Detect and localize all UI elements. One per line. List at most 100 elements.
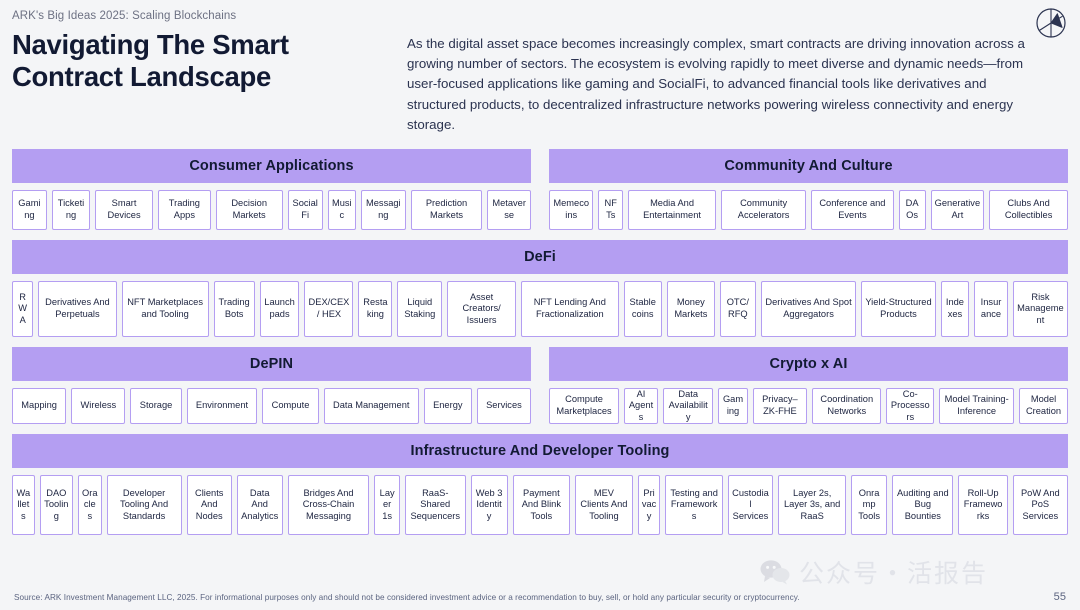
tile[interactable]: Testing and Frameworks (665, 475, 723, 536)
board-row-4: Infrastructure And Developer Tooling Wal… (12, 434, 1068, 536)
tile-group-depin: Mapping Wireless Storage Environment Com… (12, 388, 532, 425)
page-header: ARK's Big Ideas 2025: Scaling Blockchain… (0, 0, 1080, 135)
tile[interactable]: Risk Management (1012, 281, 1068, 338)
tile[interactable]: Generative Art (930, 190, 985, 231)
section-infrastructure-and-developer-tooling: Infrastructure And Developer Tooling Wal… (12, 434, 1068, 536)
tile[interactable]: Bridges And Cross-Chain Messaging (287, 475, 370, 536)
tile[interactable]: Privacy– ZK-FHE (752, 388, 808, 425)
tile[interactable]: Metaverse (487, 190, 531, 231)
board-row-3: DePIN Mapping Wireless Storage Environme… (12, 347, 1068, 425)
tile[interactable]: Storage (130, 388, 182, 425)
tile[interactable]: Memecoins (549, 190, 594, 231)
tile[interactable]: RaaS-Shared Sequencers (404, 475, 466, 536)
tile[interactable]: Compute Marketplaces (549, 388, 620, 425)
header-left-column: ARK's Big Ideas 2025: Scaling Blockchain… (12, 8, 397, 93)
page-footer: Source: ARK Investment Management LLC, 2… (0, 584, 1080, 610)
tile[interactable]: Compute (262, 388, 319, 425)
tile[interactable]: Model Creation (1019, 388, 1068, 425)
tile[interactable]: Privacy (637, 475, 661, 536)
wechat-bubble-icon (760, 559, 790, 585)
section-title-defi: DeFi (12, 240, 1068, 275)
tile[interactable]: Ticketing (51, 190, 91, 231)
tile[interactable]: Prediction Markets (410, 190, 483, 231)
tile[interactable]: Wallets (12, 475, 35, 536)
tile[interactable]: Stablecoins (623, 281, 662, 338)
tile[interactable]: Trading Bots (213, 281, 255, 338)
tile[interactable]: Gaming (12, 190, 47, 231)
tile[interactable]: Yield-Structured Products (861, 281, 936, 338)
tile[interactable]: Oracles (77, 475, 102, 536)
tile-group-community-and-culture: Memecoins NFTs Media And Entertainment C… (549, 190, 1069, 231)
tile[interactable]: SocialFi (287, 190, 323, 231)
tile[interactable]: Restaking (358, 281, 393, 338)
board-row-2: DeFi RWA Derivatives And Perpetuals NFT … (12, 240, 1068, 338)
tile[interactable]: DAOs (898, 190, 926, 231)
tile[interactable]: Gaming (718, 388, 748, 425)
tile[interactable]: Roll-Up Frameworks (958, 475, 1008, 536)
section-title-crypto-x-ai: Crypto x AI (549, 347, 1068, 382)
ark-invest-logo-icon (1035, 7, 1067, 39)
tile[interactable]: Clubs And Collectibles (989, 190, 1069, 231)
section-crypto-x-ai: Crypto x AI Compute Marketplaces AI Agen… (549, 347, 1068, 425)
tile[interactable]: Data Availability (662, 388, 714, 425)
tile[interactable]: Indexes (940, 281, 970, 338)
tile[interactable]: Model Training-Inference (939, 388, 1015, 425)
tile[interactable]: Data And Analytics (236, 475, 283, 536)
tile[interactable]: RWA (12, 281, 34, 338)
tile[interactable]: Payment And Blink Tools (512, 475, 571, 536)
tile[interactable]: Layer 2s, Layer 3s, and RaaS (778, 475, 847, 536)
board-row-1: Consumer Applications Gaming Ticketing S… (12, 149, 1069, 231)
tile[interactable]: Launchpads (259, 281, 300, 338)
tile-group-defi: RWA Derivatives And Perpetuals NFT Marke… (12, 281, 1068, 338)
tile[interactable]: MEV Clients And Tooling (575, 475, 633, 536)
tile[interactable]: Coordination Networks (812, 388, 882, 425)
tile[interactable]: NFT Lending And Fractionalization (520, 281, 619, 338)
tile[interactable]: Energy (423, 388, 472, 425)
tile[interactable]: Derivatives And Spot Aggregators (760, 281, 857, 338)
tile[interactable]: Liquid Staking (397, 281, 443, 338)
section-community-and-culture: Community And Culture Memecoins NFTs Med… (549, 149, 1069, 231)
tile[interactable]: Auditing and Bug Bounties (892, 475, 954, 536)
page-title: Navigating The Smart Contract Landscape (12, 29, 289, 93)
section-title-infrastructure-and-developer-tooling: Infrastructure And Developer Tooling (12, 434, 1068, 469)
tile[interactable]: Environment (186, 388, 258, 425)
tile[interactable]: Developer Tooling And Standards (106, 475, 182, 536)
tile[interactable]: DEX/CEX/ HEX (304, 281, 354, 338)
tile[interactable]: Services (476, 388, 532, 425)
tile[interactable]: Messaging (360, 190, 406, 231)
intro-paragraph: As the digital asset space becomes incre… (407, 36, 1025, 132)
tile[interactable]: Custodial Services (727, 475, 774, 536)
tile[interactable]: DAO Tooling (39, 475, 73, 536)
tile[interactable]: Decision Markets (215, 190, 283, 231)
tile[interactable]: NFT Marketplaces and Tooling (121, 281, 209, 338)
tile[interactable]: AI Agents (624, 388, 658, 425)
section-defi: DeFi RWA Derivatives And Perpetuals NFT … (12, 240, 1068, 338)
tile[interactable]: Wireless (71, 388, 126, 425)
tile[interactable]: Co-Processors (886, 388, 935, 425)
tile[interactable]: Insurance (974, 281, 1008, 338)
tile[interactable]: OTC/ RFQ (719, 281, 756, 338)
tile[interactable]: Music (327, 190, 356, 231)
tile[interactable]: Community Accelerators (721, 190, 807, 231)
tile-group-consumer-applications: Gaming Ticketing Smart Devices Trading A… (12, 190, 531, 231)
tile[interactable]: PoW And PoS Services (1012, 475, 1068, 536)
tile[interactable]: Money Markets (666, 281, 715, 338)
tile[interactable]: Media And Entertainment (628, 190, 717, 231)
tile[interactable]: Conference and Events (811, 190, 894, 231)
landscape-board: Consumer Applications Gaming Ticketing S… (0, 149, 1080, 536)
tile-group-infrastructure-and-developer-tooling: Wallets DAO Tooling Oracles Developer To… (12, 475, 1068, 536)
tile-group-crypto-x-ai: Compute Marketplaces AI Agents Data Avai… (549, 388, 1068, 425)
tile[interactable]: Mapping (12, 388, 67, 425)
tile[interactable]: Asset Creators/ Issuers (447, 281, 516, 338)
tile[interactable]: Smart Devices (95, 190, 153, 231)
tile[interactable]: NFTs (598, 190, 624, 231)
tile[interactable]: Data Management (323, 388, 419, 425)
tile[interactable]: Derivatives And Perpetuals (38, 281, 117, 338)
tile[interactable]: Trading Apps (157, 190, 211, 231)
tile[interactable]: Onramp Tools (851, 475, 888, 536)
source-disclaimer: Source: ARK Investment Management LLC, 2… (14, 592, 800, 602)
tile[interactable]: Clients And Nodes (186, 475, 232, 536)
tile[interactable]: Web 3 Identity (470, 475, 508, 536)
section-depin: DePIN Mapping Wireless Storage Environme… (12, 347, 532, 425)
tile[interactable]: Layer 1s (374, 475, 400, 536)
